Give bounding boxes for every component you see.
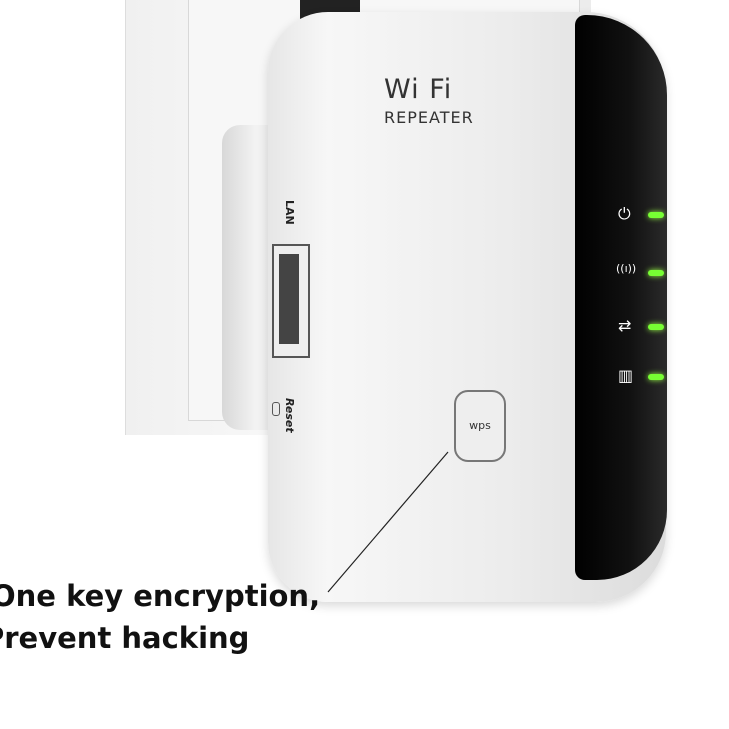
lan-led [648,374,664,380]
sync-led [648,324,664,330]
caption-line-2: Prevent hacking [0,621,250,655]
wps-button[interactable]: wps [454,390,506,462]
sync-icon: ⇄ [618,316,632,335]
lan-port[interactable] [272,244,310,358]
signal-icon: ((ı)) [616,262,637,275]
power-led [648,212,664,218]
indicator-panel [575,15,667,580]
power-icon: ⏻ [618,204,631,223]
signal-led [648,270,664,276]
repeater-label: REPEATER [384,108,474,127]
caption-line-1: One key encryption, [0,579,321,613]
reset-button[interactable] [272,402,280,416]
lan-icon: ▥ [618,366,634,385]
caption: One key encryption, Prevent hacking [0,575,320,659]
wifi-logo: Wi Fi [384,74,453,105]
